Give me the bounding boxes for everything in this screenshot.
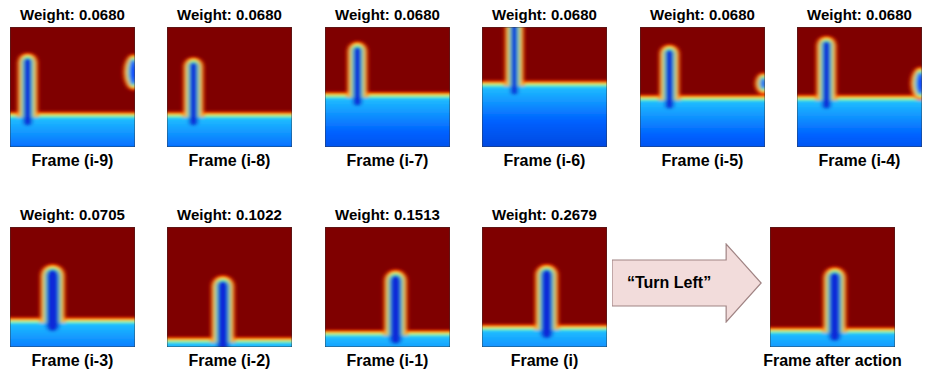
heatmap-image (770, 227, 895, 347)
frame-label: Frame (i-2) (189, 351, 271, 370)
heatmap-image (325, 227, 450, 347)
weight-label: Weight: 0.0680 (650, 6, 755, 24)
frame-label: Frame (i-7) (347, 151, 429, 170)
frame-label: Frame (i-1) (347, 351, 429, 370)
heatmap-image (797, 27, 922, 147)
action-arrow: “Turn Left” (612, 243, 762, 323)
frame-panel: Weight: 0.0680Frame (i-4) (797, 6, 922, 170)
weight-label: Weight: 0.0680 (20, 6, 125, 24)
weight-label: Weight: 0.0680 (807, 6, 912, 24)
frame-panel: Weight: 0.0680Frame (i-8) (167, 6, 292, 170)
frame-label: Frame after action (763, 351, 902, 370)
heatmap-image (325, 27, 450, 147)
frame-panel: Weight: 0.1022Frame (i-2) (167, 206, 292, 370)
frame-label: Frame (i-3) (32, 351, 114, 370)
heatmap-image (482, 227, 607, 347)
frame-label: Frame (i-9) (32, 151, 114, 170)
weight-label: Weight: 0.1513 (335, 206, 440, 224)
frame-panel: Weight: 0.0705Frame (i-3) (10, 206, 135, 370)
heatmap-image (640, 27, 765, 147)
heatmap-image (10, 227, 135, 347)
frame-label: Frame (i-6) (504, 151, 586, 170)
heatmap-image (167, 27, 292, 147)
heatmap-image (10, 27, 135, 147)
weight-label: Weight: 0.0680 (492, 6, 597, 24)
heatmap-image (482, 27, 607, 147)
frame-label: Frame (i) (511, 351, 579, 370)
frame-panel: Weight: 0.0680Frame (i-7) (325, 6, 450, 170)
frame-panel: Weight: 0.2679Frame (i) (482, 206, 607, 370)
weight-label: Weight: 0.1022 (177, 206, 282, 224)
frame-panel: Weight: 0.0680Frame (i-9) (10, 6, 135, 170)
frame-label: Frame (i-5) (662, 151, 744, 170)
frame-panel: Weight: 0.1513Frame (i-1) (325, 206, 450, 370)
frame-panel: Weight: 0.0680Frame (i-6) (482, 6, 607, 170)
heatmap-image (167, 227, 292, 347)
weight-label: Weight: 0.0680 (335, 6, 440, 24)
weight-label: Weight: 0.0680 (177, 6, 282, 24)
result-frame: Frame after action (761, 206, 904, 370)
weight-label: Weight: 0.2679 (492, 206, 597, 224)
action-label: “Turn Left” (627, 273, 711, 292)
weight-label: Weight: 0.0705 (20, 206, 125, 224)
frame-panel: Weight: 0.0680Frame (i-5) (640, 6, 765, 170)
block-arrow-shape (612, 244, 761, 322)
frame-label: Frame (i-8) (189, 151, 271, 170)
frame-label: Frame (i-4) (819, 151, 901, 170)
